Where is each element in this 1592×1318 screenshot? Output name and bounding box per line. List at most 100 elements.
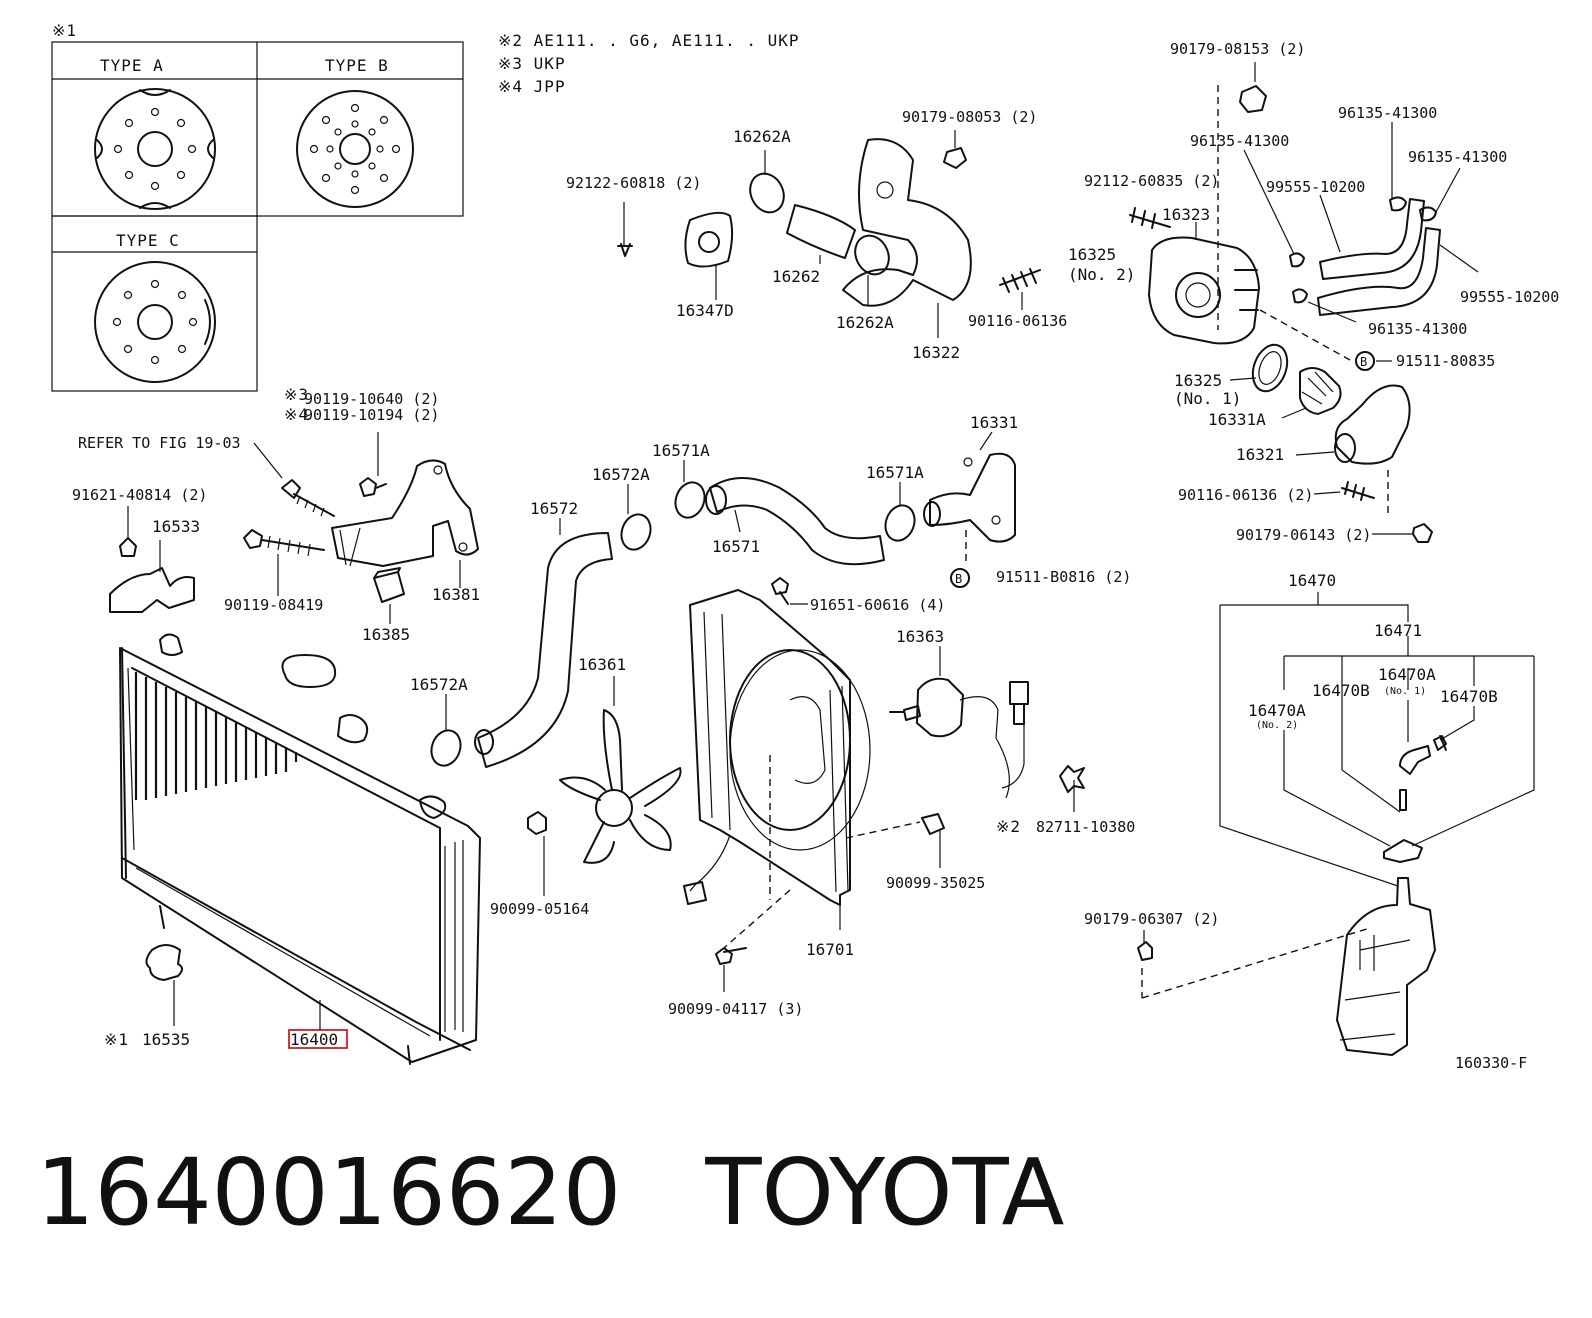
label-91621-40814: 91621-40814 (2) xyxy=(72,486,207,504)
part-number: 1640016620 xyxy=(36,1138,622,1246)
connector-icon xyxy=(683,881,707,905)
label-16470A-no1-sub: (No. 1) xyxy=(1384,686,1426,697)
type-b-wheel-icon xyxy=(296,90,414,208)
stud-bolt-icon xyxy=(617,243,633,257)
label-16325-no1-sub: (No. 1) xyxy=(1174,389,1241,408)
label-92112-60835: 92112-60835 (2) xyxy=(1084,172,1219,190)
small-clamp-c-icon xyxy=(1389,196,1407,212)
clamp-16572a-upper-icon xyxy=(620,513,652,551)
label-16385: 16385 xyxy=(362,625,410,644)
legend-note-mark: ※1 xyxy=(52,21,77,40)
label-16331: 16331 xyxy=(970,413,1018,432)
label-91511-80835: 91511-80835 xyxy=(1396,352,1495,370)
label-90119-10640: 90119-10640 (2) xyxy=(304,390,439,408)
bolt-91651-icon xyxy=(771,577,789,605)
label-16571: 16571 xyxy=(712,537,760,556)
label-16262A-b: 16262A xyxy=(836,313,894,332)
svg-text:B: B xyxy=(955,572,962,586)
stud-90116-icon xyxy=(1341,481,1375,501)
small-clamp-a-icon xyxy=(1289,252,1305,268)
label-16262A-a: 16262A xyxy=(733,127,791,146)
lower-hose-icon xyxy=(477,532,613,768)
label-16381: 16381 xyxy=(432,585,480,604)
radiator-fins xyxy=(134,672,298,800)
radiator-hose-group: B xyxy=(430,431,1016,768)
label-16701: 16701 xyxy=(806,940,854,959)
label-16470B-b: 16470B xyxy=(1440,687,1498,706)
label-16470A-no2: 16470A xyxy=(1248,701,1306,720)
label-90119-08419: 90119-08419 xyxy=(224,596,323,614)
nut-06143-icon xyxy=(1412,523,1433,543)
fan-shroud-icon xyxy=(689,589,851,906)
type-a-wheel-icon xyxy=(94,88,216,210)
upper-hose-icon xyxy=(709,477,885,566)
clamp-16572a-lower-icon xyxy=(430,729,462,767)
bypass-hose-b-icon xyxy=(1317,227,1441,316)
reservoir-hose-icon xyxy=(1399,745,1431,775)
part-labels: 90179-08153 (2) 96135-41300 96135-41300 … xyxy=(72,40,1559,1072)
label-16470: 16470 xyxy=(1288,571,1336,590)
svg-text:B: B xyxy=(1360,355,1367,369)
stud-92112-icon xyxy=(1129,207,1171,229)
label-16322: 16322 xyxy=(912,343,960,362)
water-inlet-housing-icon xyxy=(1148,236,1260,345)
upper-water-outlet-group xyxy=(617,130,1041,338)
water-outlet-16331-icon xyxy=(929,452,1016,543)
reservoir-clip-icon xyxy=(1433,735,1447,751)
label-16572A-a: 16572A xyxy=(592,465,650,484)
small-clamp-b-icon xyxy=(1292,288,1308,304)
hose-clamp-icon xyxy=(749,172,785,214)
cooling-fan-group xyxy=(527,577,1085,992)
label-90116-06136-a: 90116-06136 xyxy=(968,312,1067,330)
type-c-label: TYPE C xyxy=(116,231,180,250)
clamp-16571a-left-icon xyxy=(674,481,706,519)
label-96135-41300-b: 96135-41300 xyxy=(1190,132,1289,150)
note-2: ※2 AE111. . G6, AE111. . UKP xyxy=(498,31,800,50)
stud-icon xyxy=(999,268,1041,293)
label-16321: 16321 xyxy=(1236,445,1284,464)
label-16325-no2: 16325 xyxy=(1068,245,1116,264)
water-inlet-group: B xyxy=(1129,62,1479,543)
label-16470A-no2-sub: (No. 2) xyxy=(1256,720,1298,731)
label-90099-04117: 90099-04117 (3) xyxy=(668,1000,803,1018)
clip-icon xyxy=(119,537,137,557)
type-c-wheel-icon xyxy=(94,261,216,383)
water-outlet-pipe-icon xyxy=(842,138,972,307)
type-b-label: TYPE B xyxy=(325,56,389,75)
nut-05164-icon xyxy=(527,811,547,835)
gasket-icon xyxy=(684,211,734,268)
label-16363: 16363 xyxy=(896,627,944,646)
type-a-label: TYPE A xyxy=(100,56,164,75)
water-inlet-icon xyxy=(1334,384,1411,465)
bolt-10640-icon xyxy=(359,477,387,497)
label-16325-no2-sub: (No. 2) xyxy=(1068,265,1135,284)
label-figure-code: 160330-F xyxy=(1455,1054,1527,1072)
small-clamp-d-icon xyxy=(1419,206,1437,222)
label-96135-41300-a: 96135-41300 xyxy=(1338,104,1437,122)
note-4: ※4 JPP xyxy=(498,77,566,96)
label-16572A-b: 16572A xyxy=(410,675,468,694)
reservoir-tank-icon xyxy=(1336,877,1436,1056)
label-16533: 16533 xyxy=(152,517,200,536)
wheel-type-legend: ※1 TYPE A TYPE B TYPE C xyxy=(51,21,464,392)
label-mark-n2: ※2 xyxy=(996,817,1021,836)
b-mark-icon-a xyxy=(1355,351,1375,371)
label-refer-fig: REFER TO FIG 19-03 xyxy=(78,434,241,452)
label-90099-05164: 90099-05164 xyxy=(490,900,589,918)
radiator-bracket-icon xyxy=(331,459,479,567)
label-90179-08153: 90179-08153 (2) xyxy=(1170,40,1305,58)
brand-name: TOYOTA xyxy=(705,1138,1065,1246)
reservoir-group xyxy=(1137,592,1535,1056)
label-90099-35025: 90099-35025 xyxy=(886,874,985,892)
label-82711-10380: 82711-10380 xyxy=(1036,818,1135,836)
highlight-box-16400 xyxy=(288,1029,348,1049)
gasket-no1-icon xyxy=(1251,343,1289,393)
clamp-16571a-right-icon xyxy=(884,504,916,542)
cap-nut-icon xyxy=(1239,85,1267,113)
radiator-support-icon xyxy=(109,567,195,613)
hose-16262-icon xyxy=(786,204,856,259)
label-16347D: 16347D xyxy=(676,301,734,320)
bolt-08419-icon xyxy=(243,529,325,551)
label-90179-08053: 90179-08053 (2) xyxy=(902,108,1037,126)
